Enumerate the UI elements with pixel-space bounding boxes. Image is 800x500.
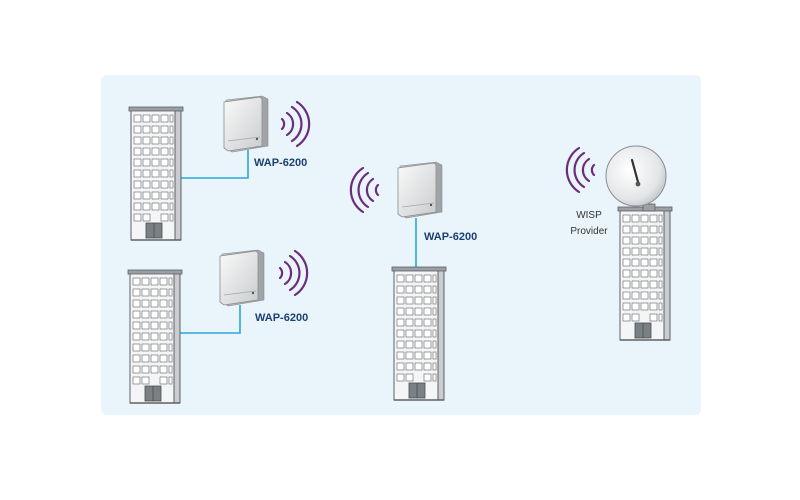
access-point-center bbox=[397, 161, 443, 219]
device-label-top-left: WAP-6200 bbox=[254, 157, 307, 169]
diagram-background bbox=[101, 75, 701, 415]
cable-bottom-left bbox=[178, 305, 241, 334]
wisp-label-line1: WISP bbox=[576, 210, 602, 221]
device-label-bottom-left: WAP-6200 bbox=[255, 312, 308, 324]
device-label-center: WAP-6200 bbox=[424, 231, 477, 243]
building-bottom-left bbox=[127, 269, 183, 404]
building-center bbox=[391, 266, 447, 401]
satellite-dish-icon bbox=[605, 145, 667, 212]
cable-top-left bbox=[178, 150, 249, 179]
access-point-top-left bbox=[223, 95, 269, 153]
building-top-left bbox=[128, 106, 184, 241]
wisp-label-line2: Provider bbox=[570, 226, 608, 237]
building-right bbox=[617, 206, 673, 341]
ethernet-cables bbox=[178, 150, 417, 334]
access-point-bottom-left bbox=[219, 249, 265, 307]
